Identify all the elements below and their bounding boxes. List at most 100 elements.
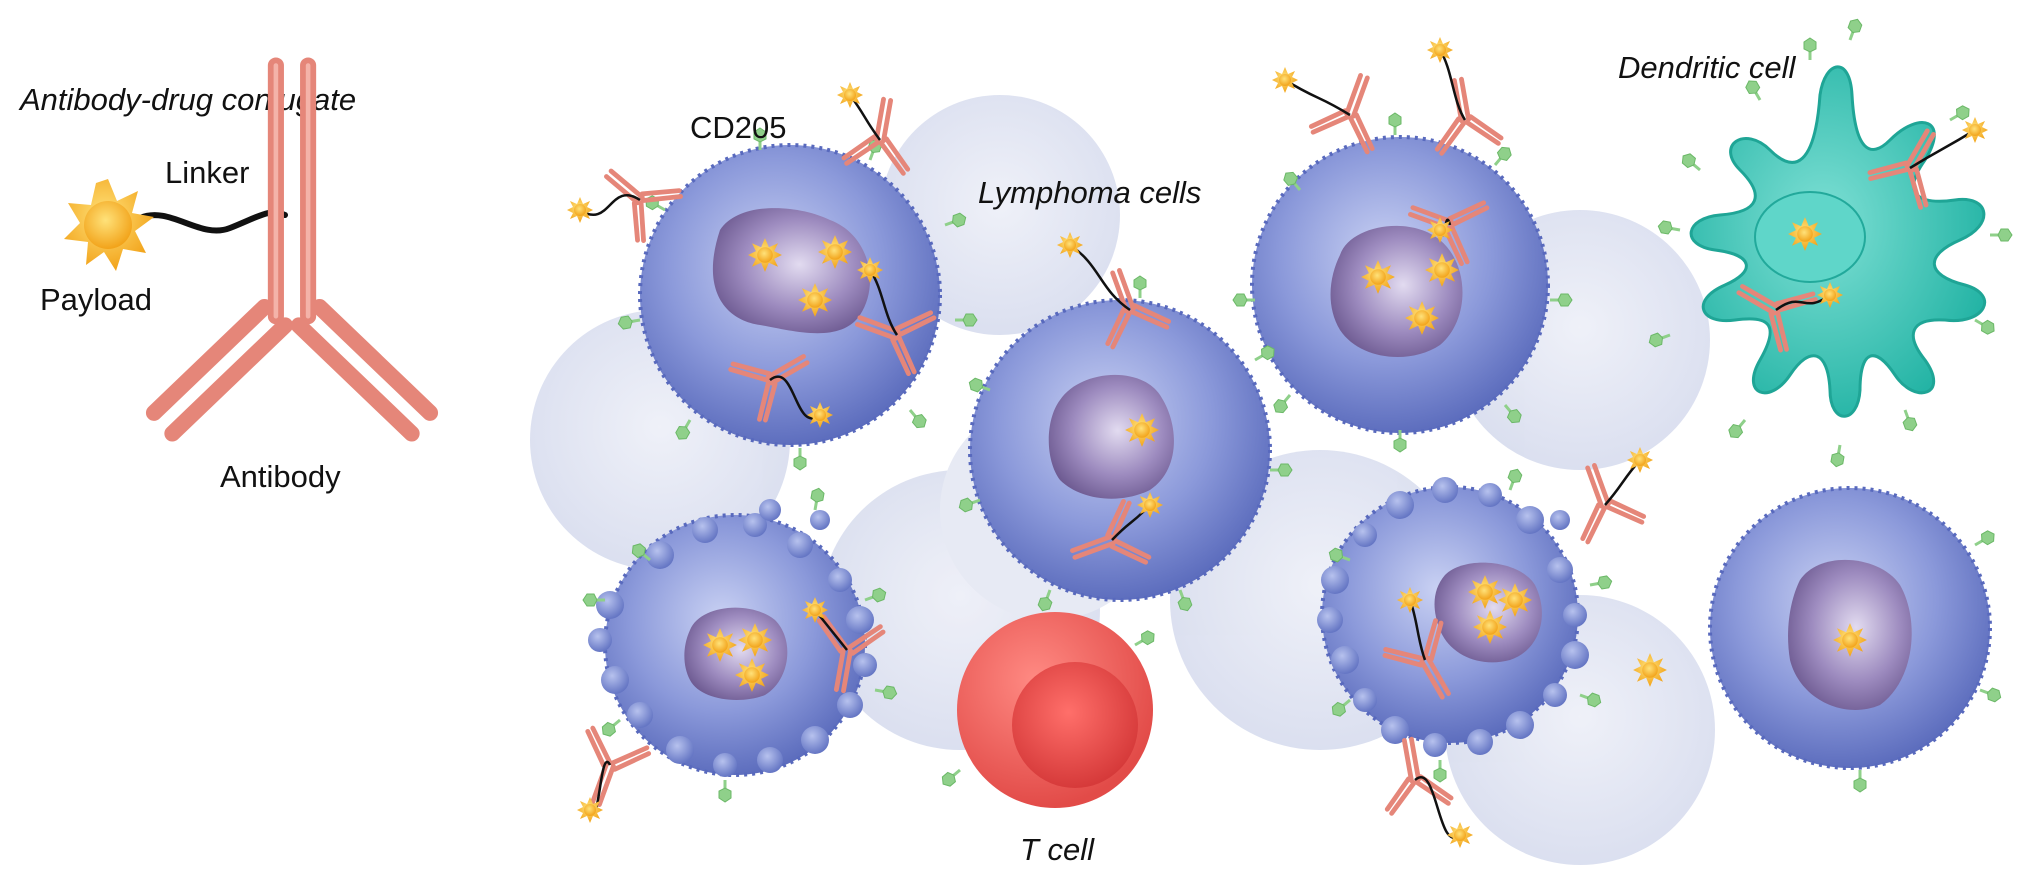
- payload-star-icon: [1498, 583, 1532, 617]
- cd205-receptor-icon: [1579, 692, 1602, 708]
- payload-star-icon: [1397, 587, 1423, 613]
- cd205-receptor-icon: [582, 593, 605, 607]
- adc-molecule: [1070, 492, 1163, 565]
- lymphoma-cell: [638, 143, 942, 447]
- antibody-y-icon: [1105, 268, 1172, 350]
- cd205-receptor-icon: [968, 377, 991, 393]
- adc-molecule: [1867, 117, 1988, 210]
- nucleus: [712, 208, 870, 334]
- cd205-receptor-icon: [601, 718, 621, 737]
- adc-molecule: [1382, 587, 1451, 700]
- adc-molecule: [1736, 282, 1843, 353]
- cd205-receptor-icon: [1270, 463, 1293, 477]
- cd205-receptor-icon: [1990, 228, 2013, 242]
- cd205-receptor-icon: [1037, 589, 1053, 612]
- payload-star-icon: [1125, 413, 1159, 447]
- payload-star-icon: [802, 597, 828, 623]
- adc-title: Antibody-drug conjugate: [18, 82, 356, 117]
- payload-star-icon: [1057, 232, 1083, 258]
- cd205-receptor-icon: [1681, 153, 1701, 172]
- payload-star-icon: [64, 179, 154, 271]
- payload-star-icon: [1427, 37, 1453, 63]
- cd205-receptor-icon: [1232, 293, 1255, 307]
- cd205-receptor-icon: [1331, 698, 1351, 717]
- cd205-receptor-icon: [944, 212, 967, 228]
- cd205-receptor-icon: [1254, 345, 1275, 362]
- payload-star-icon: [1447, 822, 1473, 848]
- payload-star-icon: [748, 238, 782, 272]
- antibody-y-icon: [1580, 463, 1647, 545]
- cd205-receptor-icon: [1328, 547, 1351, 563]
- cd205-receptor-icon: [1177, 589, 1193, 612]
- adc-molecule: [1057, 232, 1172, 350]
- antibody-y-icon: [816, 614, 886, 694]
- adc-molecule: [837, 82, 911, 176]
- payload-star-icon: [1137, 492, 1163, 518]
- antibody-y-icon: [1408, 200, 1490, 267]
- cd205-receptor-icon: [1589, 575, 1613, 590]
- free-payloads: [703, 217, 1867, 692]
- antibody-label: Antibody: [220, 459, 341, 494]
- adc-molecule: [1272, 67, 1375, 155]
- payload-label: Payload: [40, 282, 152, 317]
- payload-star-icon: [1272, 67, 1298, 93]
- cd205-receptor-icon: [941, 768, 961, 787]
- antibody-y-icon: [728, 354, 810, 423]
- antibody-y-icon: [841, 96, 911, 176]
- cd205-receptor-icon: [617, 315, 641, 330]
- cd205-receptor-icon: [1745, 80, 1762, 101]
- adc-molecule: [855, 257, 937, 377]
- cd205-receptor-icon: [810, 487, 825, 511]
- cd205-receptor-icon: [1830, 444, 1845, 468]
- cd205-receptor-icon: [675, 419, 692, 440]
- antibody-y-icon: [1736, 284, 1818, 353]
- cd205-receptor-icon: [793, 448, 807, 471]
- payload-star-icon: [807, 402, 833, 428]
- membrane-blebs: [1317, 477, 1589, 757]
- payload-star-icon: [1833, 623, 1867, 657]
- lymphoma-cells-label: Lymphoma cells: [978, 175, 1201, 210]
- cd205-receptor-icon: [1388, 112, 1402, 135]
- cd205-receptor-icon: [1728, 419, 1747, 439]
- adc-molecule: [1427, 37, 1504, 156]
- antibody-y-icon: [145, 57, 439, 442]
- antibody-y-icon: [585, 725, 652, 807]
- cd205-receptors: [582, 18, 2013, 803]
- cd205-receptor-icon: [955, 313, 978, 327]
- cd205-receptor-icon: [1393, 430, 1407, 453]
- cd205-receptor-icon: [1902, 409, 1918, 432]
- payload-star-icon: [837, 82, 863, 108]
- cd205-receptor-icon: [1493, 146, 1512, 166]
- cd205-receptor-icon: [1134, 630, 1155, 647]
- cd205-receptor-icon: [1507, 468, 1523, 491]
- cd205-receptor-icon: [753, 127, 767, 150]
- cd205-receptor-icon: [1974, 530, 1995, 547]
- cd205-receptor-icon: [1283, 171, 1302, 191]
- cd205-receptor-icon: [908, 409, 927, 429]
- antibody-y-icon: [1382, 618, 1451, 700]
- t-cell-label: T cell: [1020, 832, 1095, 867]
- payload-star-icon: [798, 283, 832, 317]
- adc-molecule: [1408, 200, 1490, 267]
- cd205-receptor-icon: [874, 685, 898, 700]
- adc-molecule: [1384, 736, 1473, 848]
- payload-star-icon: [1425, 253, 1459, 287]
- adc-molecule: [577, 725, 652, 823]
- t-cell: [957, 612, 1153, 808]
- nucleus: [684, 607, 788, 700]
- cd205-receptor-icon: [1273, 394, 1292, 414]
- adc-molecule: [1580, 447, 1653, 545]
- payload-star-icon: [1962, 117, 1988, 143]
- payload-star-icon: [1817, 282, 1843, 308]
- dendritic-cell-label: Dendritic cell: [1618, 50, 1797, 85]
- payload-star-icon: [1473, 610, 1507, 644]
- cd205-receptor-icon: [1979, 687, 2002, 703]
- payload-star-icon: [1633, 653, 1667, 687]
- linker-icon: [137, 209, 288, 234]
- nucleus: [1048, 374, 1174, 499]
- payload-star-icon: [1427, 217, 1453, 243]
- cd205-receptor-icon: [1550, 293, 1573, 307]
- antibody-y-icon: [1070, 498, 1152, 565]
- antibody-y-icon: [1867, 128, 1936, 210]
